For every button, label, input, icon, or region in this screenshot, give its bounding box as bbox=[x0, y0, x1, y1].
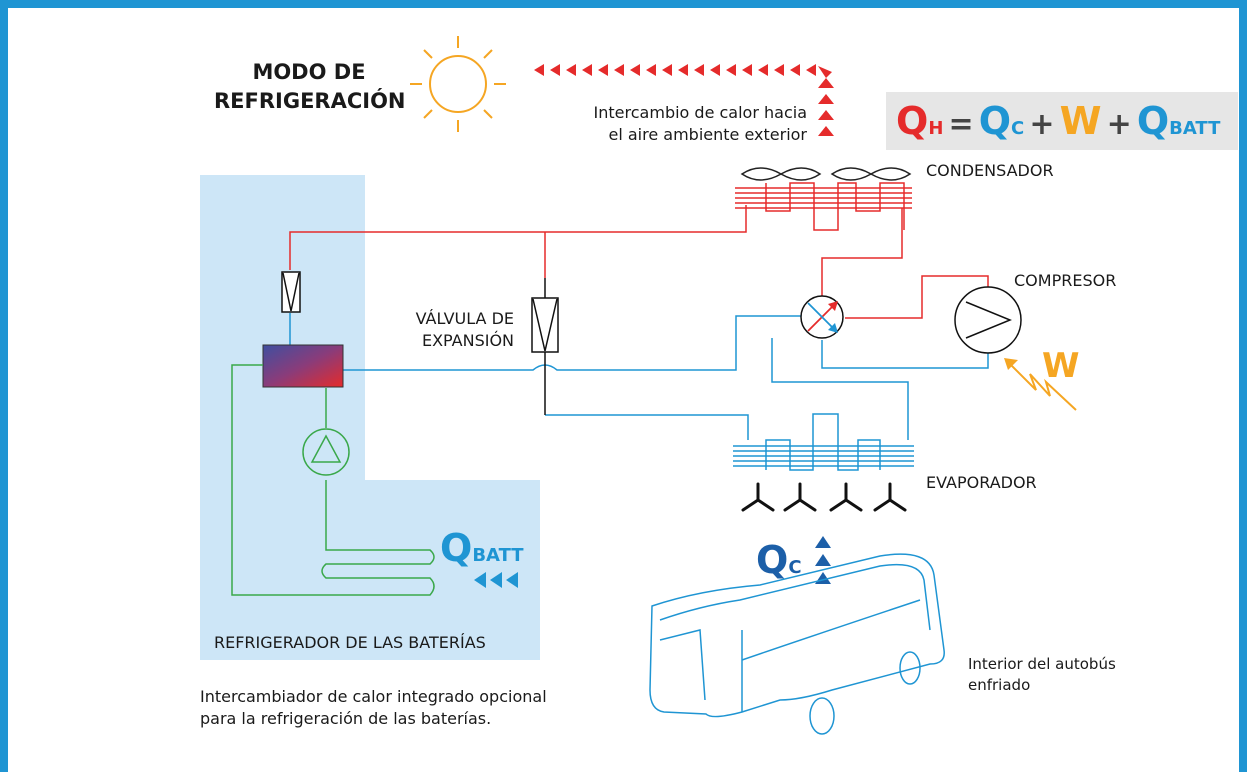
outdoor-note-line1: Intercambio de calor hacia bbox=[593, 103, 807, 122]
lightning-icon bbox=[1007, 361, 1077, 411]
work-label: W bbox=[1042, 346, 1080, 386]
qbatt-label-sub: BATT bbox=[472, 545, 524, 566]
formula-qb: Q bbox=[1136, 99, 1170, 143]
sun-icon bbox=[410, 36, 506, 132]
bus-note-line1: Interior del autobús bbox=[968, 655, 1116, 673]
page-title: MODO DE REFRIGERACIÓN bbox=[214, 58, 406, 116]
cold-refrigerant-lines bbox=[289, 313, 989, 440]
qbatt-label: QBATT bbox=[440, 526, 524, 570]
formula-qh-sub: H bbox=[928, 118, 944, 139]
formula-qc: Q bbox=[978, 99, 1012, 143]
qbatt-arrows bbox=[474, 572, 518, 588]
compressor-label: COMPRESOR bbox=[1014, 271, 1117, 290]
evaporator-coil bbox=[733, 413, 914, 471]
compressor-icon bbox=[954, 286, 1022, 354]
qc-arrows bbox=[815, 536, 831, 584]
title-line2: REFRIGERACIÓN bbox=[214, 89, 406, 113]
formula-equals: = bbox=[948, 107, 974, 142]
condenser-coil bbox=[735, 182, 912, 231]
qc-label: QC bbox=[756, 538, 802, 582]
heat-out-arrows bbox=[534, 64, 834, 136]
qbatt-label-q: Q bbox=[440, 526, 473, 570]
battery-note: Intercambiador de calor integrado opcion… bbox=[200, 686, 547, 730]
energy-balance-formula: QH = QC + W + QBATT bbox=[886, 92, 1238, 150]
formula-w: W bbox=[1059, 99, 1102, 143]
bus-illustration bbox=[649, 553, 945, 735]
outdoor-heat-note: Intercambio de calor hacia el aire ambie… bbox=[557, 102, 807, 146]
condenser-label: CONDENSADOR bbox=[926, 161, 1054, 180]
formula-plus1: + bbox=[1029, 107, 1055, 142]
title-line1: MODO DE bbox=[252, 60, 366, 84]
battery-note-line1: Intercambiador de calor integrado opcion… bbox=[200, 687, 547, 706]
expansion-valve-label: VÁLVULA DE EXPANSIÓN bbox=[390, 308, 514, 352]
bus-note-line2: enfriado bbox=[968, 676, 1031, 694]
qc-label-q: Q bbox=[756, 538, 789, 582]
condenser-fans bbox=[740, 167, 912, 181]
battery-chiller-panel bbox=[200, 175, 540, 660]
chiller-heat-exchanger bbox=[262, 344, 344, 388]
outdoor-note-line2: el aire ambiente exterior bbox=[608, 125, 808, 144]
battery-chiller-label: REFRIGERADOR DE LAS BATERÍAS bbox=[214, 633, 486, 652]
battery-note-line2: para la refrigeración de las baterías. bbox=[200, 709, 492, 728]
lightning-arrow-head bbox=[1004, 358, 1018, 370]
hot-refrigerant-lines bbox=[289, 205, 989, 319]
bus-note: Interior del autobús enfriado bbox=[968, 654, 1116, 696]
evaporator-label: EVAPORADOR bbox=[926, 473, 1037, 492]
formula-plus2: + bbox=[1106, 107, 1132, 142]
battery-expansion-valve-icon bbox=[281, 271, 301, 313]
expansion-valve-icon bbox=[531, 278, 559, 415]
formula-qh: Q bbox=[896, 99, 929, 143]
evaporator-fans bbox=[741, 482, 907, 512]
formula-qb-sub: BATT bbox=[1169, 118, 1221, 139]
formula-qc-sub: C bbox=[1011, 118, 1025, 139]
qc-label-sub: C bbox=[788, 557, 802, 578]
four-way-valve-icon bbox=[800, 295, 844, 339]
glycol-loop bbox=[231, 364, 435, 596]
valve-label-line1: VÁLVULA DE bbox=[415, 309, 514, 328]
valve-label-line2: EXPANSIÓN bbox=[421, 331, 514, 350]
